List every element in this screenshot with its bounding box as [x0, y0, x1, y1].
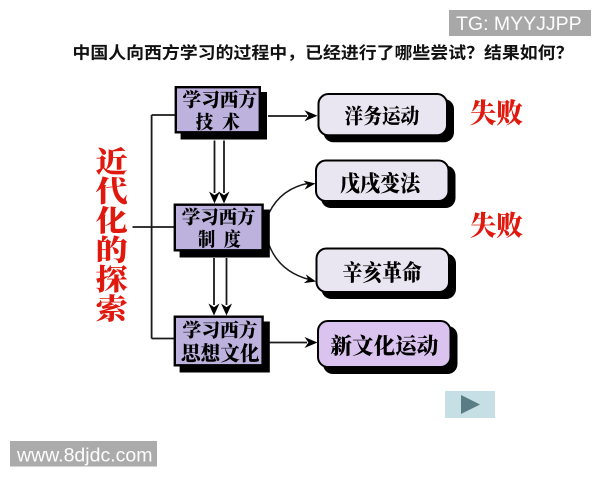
svg-text:www.8djdc.com: www.8djdc.com — [16, 445, 152, 467]
svg-text:TG: MYYJJPP: TG: MYYJJPP — [456, 13, 582, 35]
